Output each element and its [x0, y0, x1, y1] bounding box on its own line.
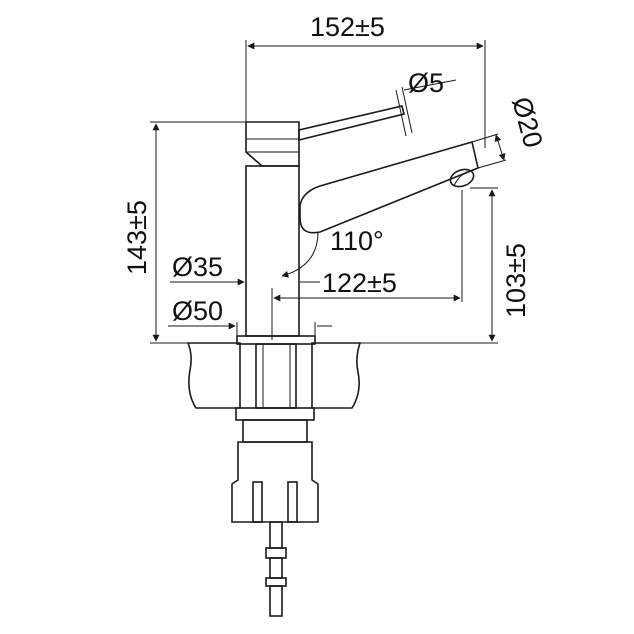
- dimension-spout-angle: 110°: [281, 226, 384, 278]
- dimension-spout-height: 103±5: [360, 187, 531, 344]
- dimension-spout-diameter: Ø20: [471, 94, 548, 169]
- label-body-diameter: Ø35: [172, 252, 223, 282]
- label-base-diameter: Ø50: [172, 296, 223, 326]
- label-overall-height: 143±5: [122, 200, 152, 275]
- dimension-handle-diameter: Ø5: [395, 68, 457, 137]
- label-spout-height: 103±5: [501, 243, 531, 318]
- dimension-spout-reach: 122±5: [271, 190, 463, 340]
- countertop-section: [186, 342, 362, 409]
- faucet-body: [236, 105, 479, 409]
- dimension-overall-width: 152±5: [245, 12, 486, 148]
- dimension-overall-height: 143±5: [122, 121, 246, 344]
- label-spout-angle: 110°: [330, 226, 384, 256]
- mounting-hardware: [231, 407, 319, 617]
- label-spout-reach: 122±5: [322, 268, 397, 298]
- dimension-body-diameter: Ø35: [170, 252, 320, 286]
- label-handle-diameter: Ø5: [408, 68, 444, 98]
- dimension-base-diameter: Ø50: [168, 296, 332, 336]
- label-spout-diameter: Ø20: [506, 94, 548, 151]
- label-overall-width: 152±5: [310, 12, 385, 42]
